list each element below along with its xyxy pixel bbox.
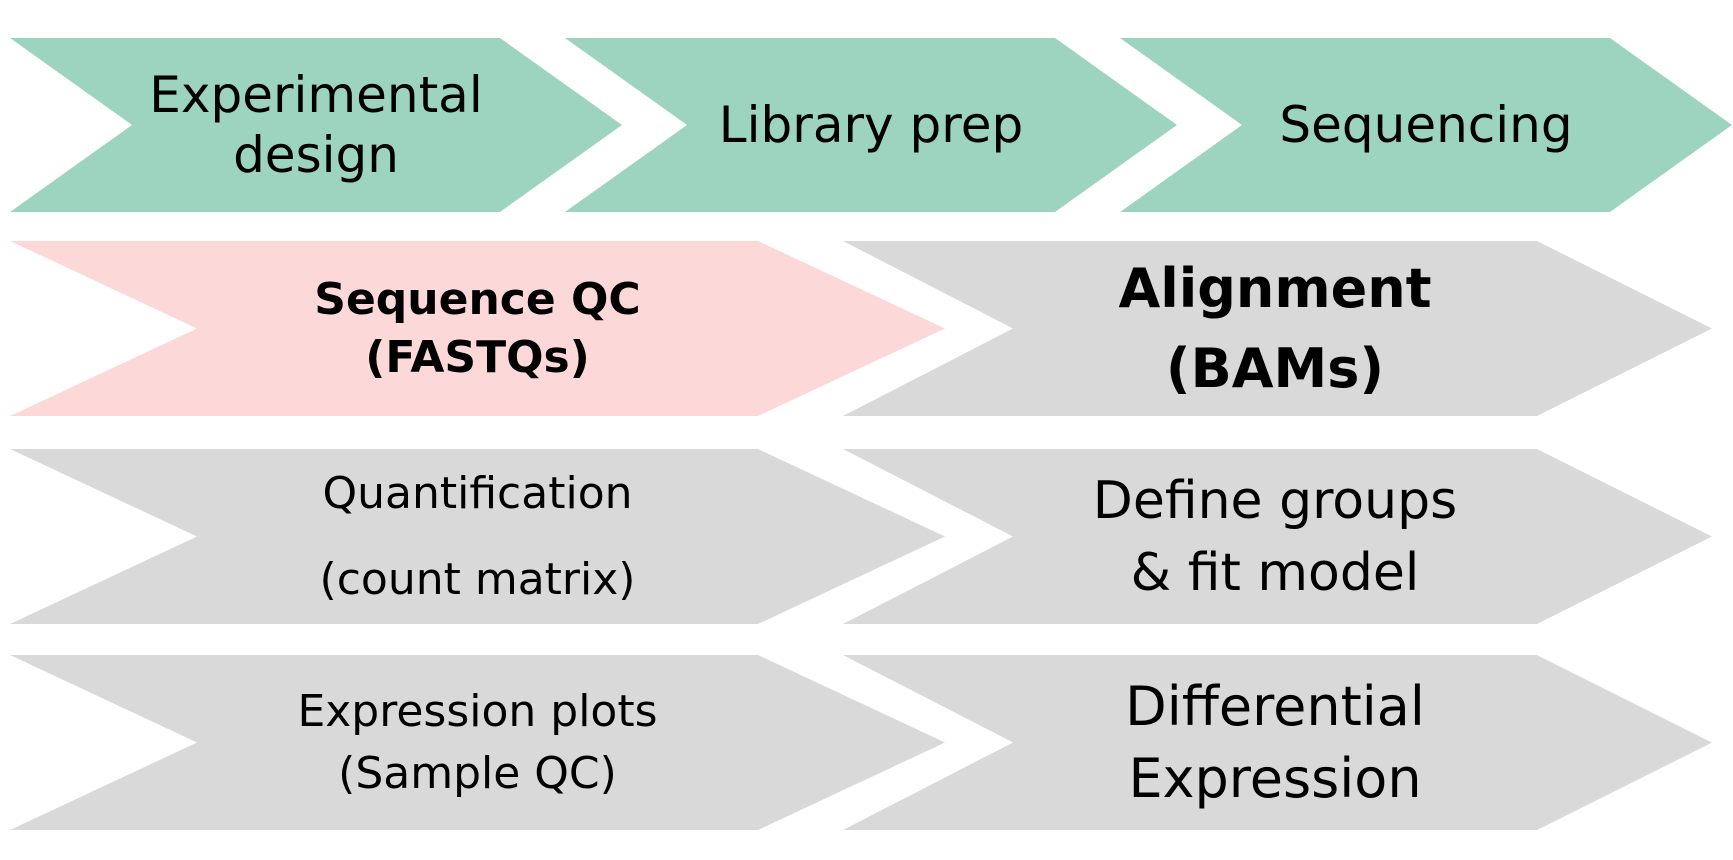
chevron-shape <box>10 449 945 624</box>
step-label-line-2: design <box>233 126 399 184</box>
step-expression-plots: Expression plots (Sample QC) <box>10 655 945 830</box>
step-label: Expression plots (Sample QC) <box>197 655 758 830</box>
step-library-prep: Library prep <box>565 38 1177 212</box>
step-label-line-2: (FASTQs) <box>365 331 590 383</box>
step-sequencing: Sequencing <box>1120 38 1732 212</box>
chevron-shape <box>843 241 1712 416</box>
step-label-line-2: (count matrix) <box>319 553 636 605</box>
step-differential-expression: Differential Expression <box>843 655 1712 830</box>
step-experimental-design: Experimental design <box>10 38 622 212</box>
chevron-shape <box>843 449 1712 624</box>
step-label-line-1: Differential <box>1125 674 1425 738</box>
chevron-shape <box>10 655 945 830</box>
step-label: Define groups & fit model <box>1013 449 1537 624</box>
step-label-line-1: Expression plots <box>297 685 658 737</box>
step-label-line-1: Experimental <box>149 66 483 124</box>
step-label-line-2: & fit model <box>1130 542 1420 603</box>
chevron-shape <box>843 655 1712 830</box>
step-label-line-1: Alignment <box>1118 256 1432 320</box>
step-label: Sequence QC (FASTQs) <box>197 241 758 416</box>
step-label-line-2: (Sample QC) <box>338 747 617 799</box>
step-sequence-qc: Sequence QC (FASTQs) <box>10 241 945 416</box>
chevron-shape <box>10 241 945 416</box>
step-label-line-2: (BAMs) <box>1165 336 1385 400</box>
step-alignment: Alignment (BAMs) <box>843 241 1712 416</box>
step-label: Quantification (count matrix) <box>197 449 758 624</box>
step-label-line-1: Define groups <box>1092 470 1458 531</box>
step-define-groups: Define groups & fit model <box>843 449 1712 624</box>
step-label-line-1: Library prep <box>718 96 1024 154</box>
chevron-shape <box>10 38 622 212</box>
step-quantification: Quantification (count matrix) <box>10 449 945 624</box>
step-label-line-1: Sequencing <box>1279 96 1573 154</box>
step-label-line-1: Quantification <box>322 467 633 519</box>
step-label: Sequencing <box>1242 38 1610 212</box>
chevron-shape <box>1120 38 1732 212</box>
step-label: Alignment (BAMs) <box>1013 241 1537 416</box>
step-label-line-1: Sequence QC <box>314 273 641 325</box>
step-label-line-2: Expression <box>1128 746 1422 810</box>
step-label: Experimental design <box>132 38 500 212</box>
chevron-shape <box>565 38 1177 212</box>
step-label: Differential Expression <box>1013 655 1537 830</box>
step-label: Library prep <box>687 38 1055 212</box>
